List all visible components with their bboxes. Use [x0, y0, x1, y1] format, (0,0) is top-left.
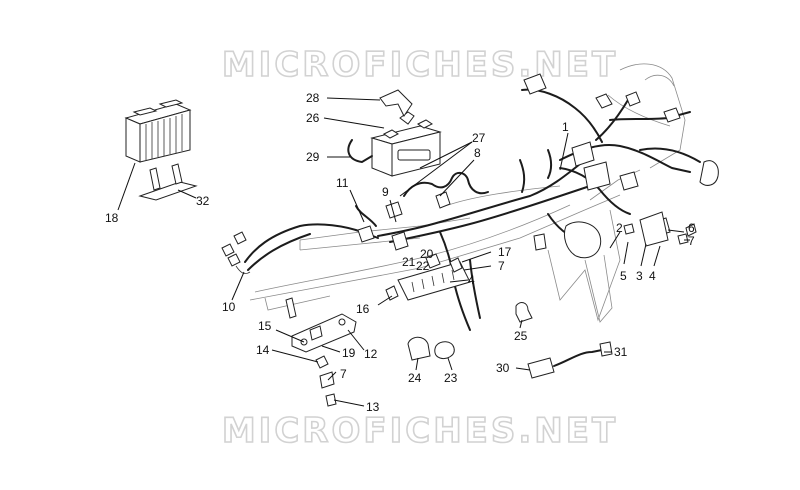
main-harness — [244, 88, 701, 331]
callout-20: 20 — [420, 247, 434, 261]
callout-15: 15 — [258, 319, 272, 333]
callout-17: 17 — [498, 245, 512, 259]
callout-29: 29 — [306, 150, 320, 164]
callout-14: 14 — [256, 343, 270, 357]
callout-labels: 1 2 3 4 4 5 6 7 7 7 8 9 10 11 12 13 14 1… — [105, 91, 695, 414]
callout-31: 31 — [614, 345, 628, 359]
callout-11: 11 — [336, 176, 349, 190]
relay-parts — [407, 336, 455, 361]
callout-19: 19 — [342, 346, 356, 360]
callout-25: 25 — [514, 329, 528, 343]
battery — [370, 111, 442, 177]
battery-cable — [347, 139, 373, 164]
callout-27: 27 — [472, 131, 486, 145]
callout-7c: 7 — [340, 367, 347, 381]
callout-24: 24 — [408, 371, 422, 385]
callout-7b: 7 — [498, 259, 505, 273]
cable-clip — [515, 302, 533, 323]
callout-10: 10 — [222, 300, 236, 314]
callout-13: 13 — [366, 400, 380, 414]
connector-cluster — [221, 231, 251, 274]
callout-6: 6 — [688, 221, 695, 235]
frame-outline — [249, 63, 686, 323]
watermark-top: MICROFICHES.NET — [222, 45, 618, 85]
harness-connectors — [357, 73, 719, 259]
callout-22: 22 — [416, 259, 430, 273]
callout-23: 23 — [444, 371, 458, 385]
ground-cable — [527, 341, 613, 379]
callout-7: 7 — [688, 234, 695, 248]
battery-bracket — [138, 163, 198, 201]
callout-12: 12 — [364, 347, 378, 361]
callout-2: 2 — [616, 221, 623, 235]
watermark-bottom: MICROFICHES.NET — [222, 411, 618, 451]
callout-1: 1 — [562, 120, 569, 134]
leader-lines — [117, 97, 690, 407]
callout-8: 8 — [474, 146, 481, 160]
callout-28: 28 — [306, 91, 320, 105]
callout-3: 3 — [636, 269, 643, 283]
callout-21: 21 — [402, 255, 416, 269]
callout-32: 32 — [196, 194, 210, 208]
callout-16: 16 — [356, 302, 370, 316]
callout-9: 9 — [382, 185, 389, 199]
battery-strap — [379, 89, 413, 117]
callout-30: 30 — [496, 361, 510, 375]
battery-spare — [124, 99, 192, 163]
callout-26: 26 — [306, 111, 320, 125]
callout-5: 5 — [620, 269, 627, 283]
callout-4: 4 — [468, 273, 475, 287]
callout-4b: 4 — [649, 269, 656, 283]
callout-18: 18 — [105, 211, 119, 225]
fuse-box — [385, 253, 471, 301]
